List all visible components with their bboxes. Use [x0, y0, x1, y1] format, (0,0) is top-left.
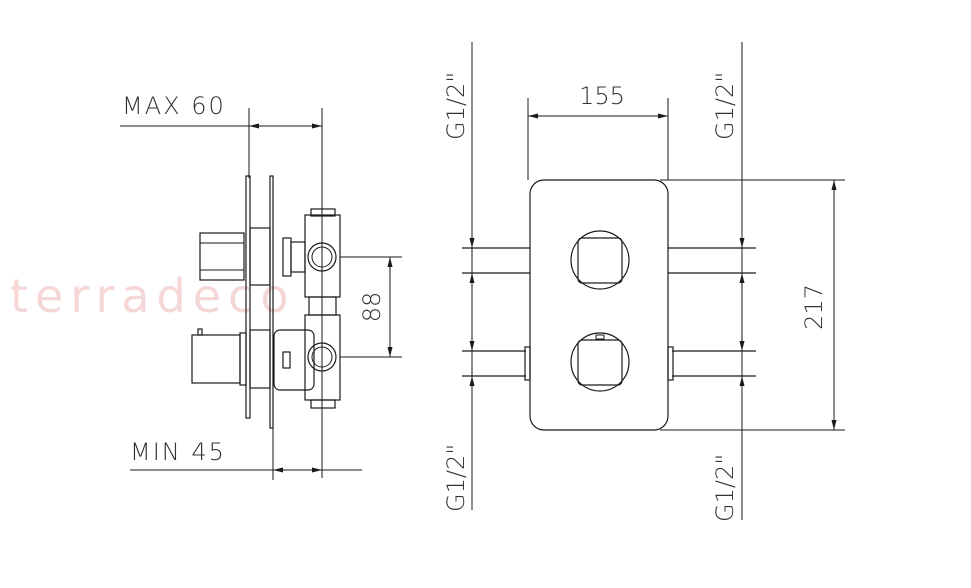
top-knob [570, 230, 630, 290]
watermark: terradeco [10, 269, 295, 323]
trim-plate [529, 179, 669, 431]
width-label: 155 [579, 82, 625, 110]
bottom-outlet [307, 342, 337, 372]
spacing-label: 88 [358, 292, 386, 323]
cover-plate [269, 175, 274, 429]
thread-label-bottom-right: G1/2" [711, 454, 739, 522]
front-view: G1/2" G1/2" G1/2" G1/2" 155 217 [442, 42, 845, 522]
top-outlet [307, 242, 337, 272]
bottom-handle [191, 334, 241, 384]
thread-label-top-left: G1/2" [442, 72, 470, 140]
min-depth-label: MIN 45 [130, 438, 226, 466]
thread-label-bottom-left: G1/2" [442, 444, 470, 512]
side-view: MAX 60 88 MI [120, 92, 402, 480]
bottom-knob [570, 332, 630, 392]
thread-label-top-right: G1/2" [711, 72, 739, 140]
wall-plate [245, 175, 251, 419]
max-depth-label: MAX 60 [122, 92, 226, 120]
top-handle [199, 232, 245, 281]
height-label: 217 [800, 284, 828, 330]
